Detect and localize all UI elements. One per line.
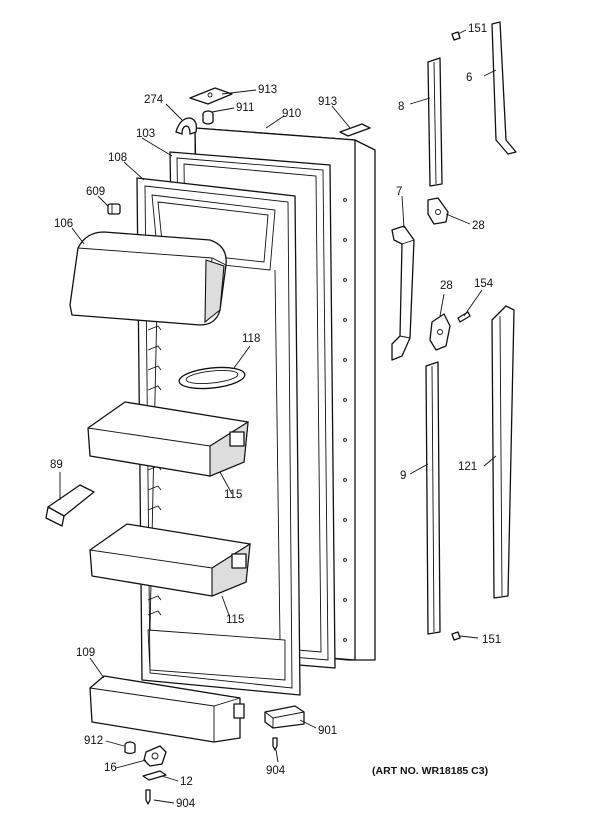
- label-16: 16: [104, 762, 117, 774]
- label-6: 6: [466, 72, 472, 84]
- part-609-button: [107, 203, 121, 215]
- label-115-lower: 115: [226, 614, 244, 626]
- part-labels: 151 6 913 274 911 910 913 8 103 108 609 …: [50, 23, 501, 810]
- part-28-endcap-upper: [427, 197, 449, 225]
- label-106: 106: [54, 218, 73, 230]
- label-28-upper: 28: [472, 220, 485, 232]
- part-121-trim: [491, 305, 515, 599]
- label-912: 912: [84, 735, 103, 747]
- part-7-handle: [391, 225, 415, 361]
- part-913-shim-right: [339, 123, 371, 137]
- label-913-top: 913: [258, 84, 277, 96]
- door-shelf-upper: [87, 401, 249, 477]
- label-9: 9: [400, 470, 406, 482]
- label-103: 103: [136, 128, 155, 140]
- door-shelf-lower: [89, 523, 251, 597]
- part-12-shim: [142, 770, 167, 781]
- label-109: 109: [76, 647, 95, 659]
- label-904-mid: 904: [266, 765, 286, 777]
- label-151-top: 151: [468, 23, 487, 35]
- part-912-cap: [124, 741, 136, 755]
- dairy-compartment-door: [69, 231, 227, 326]
- part-913-shim-top: [189, 87, 233, 105]
- part-9-trim-lower: [425, 361, 441, 635]
- part-911-bushing: [202, 110, 214, 125]
- part-904-screw-bottom: [145, 789, 151, 805]
- part-8-trim-upper: [427, 57, 443, 187]
- label-274: 274: [144, 94, 164, 106]
- part-118-oval-cover: [178, 366, 246, 390]
- label-911: 911: [236, 102, 254, 114]
- part-16-hinge: [143, 745, 167, 767]
- part-6-trim: [491, 21, 517, 155]
- label-8: 8: [398, 101, 404, 113]
- label-28-lower: 28: [440, 280, 453, 292]
- label-910: 910: [282, 108, 301, 120]
- label-151-bottom: 151: [482, 634, 501, 646]
- label-118: 118: [242, 333, 260, 345]
- label-913-right: 913: [318, 96, 337, 108]
- label-901: 901: [318, 725, 337, 737]
- label-89: 89: [50, 459, 63, 471]
- part-28-endcap-lower: [429, 313, 451, 351]
- art-number: (ART NO. WR18185 C3): [372, 765, 488, 777]
- label-904-bottom: 904: [176, 798, 196, 810]
- part-904-screw-mid: [272, 737, 278, 751]
- part-901-plug: [264, 705, 305, 729]
- part-89-shelf-end: [45, 484, 95, 527]
- label-115-upper: 115: [224, 489, 242, 501]
- part-274-hinge-cover: [175, 117, 198, 135]
- label-121: 121: [458, 461, 477, 473]
- part-151-screw-bottom: [451, 631, 461, 641]
- label-12: 12: [180, 776, 193, 788]
- label-154: 154: [474, 278, 494, 290]
- label-609: 609: [86, 186, 105, 198]
- label-108: 108: [108, 152, 127, 164]
- door-bin-bottom: [89, 675, 245, 743]
- label-7: 7: [396, 186, 402, 198]
- leader-lines: [59, 29, 497, 804]
- part-154-screw: [457, 311, 471, 323]
